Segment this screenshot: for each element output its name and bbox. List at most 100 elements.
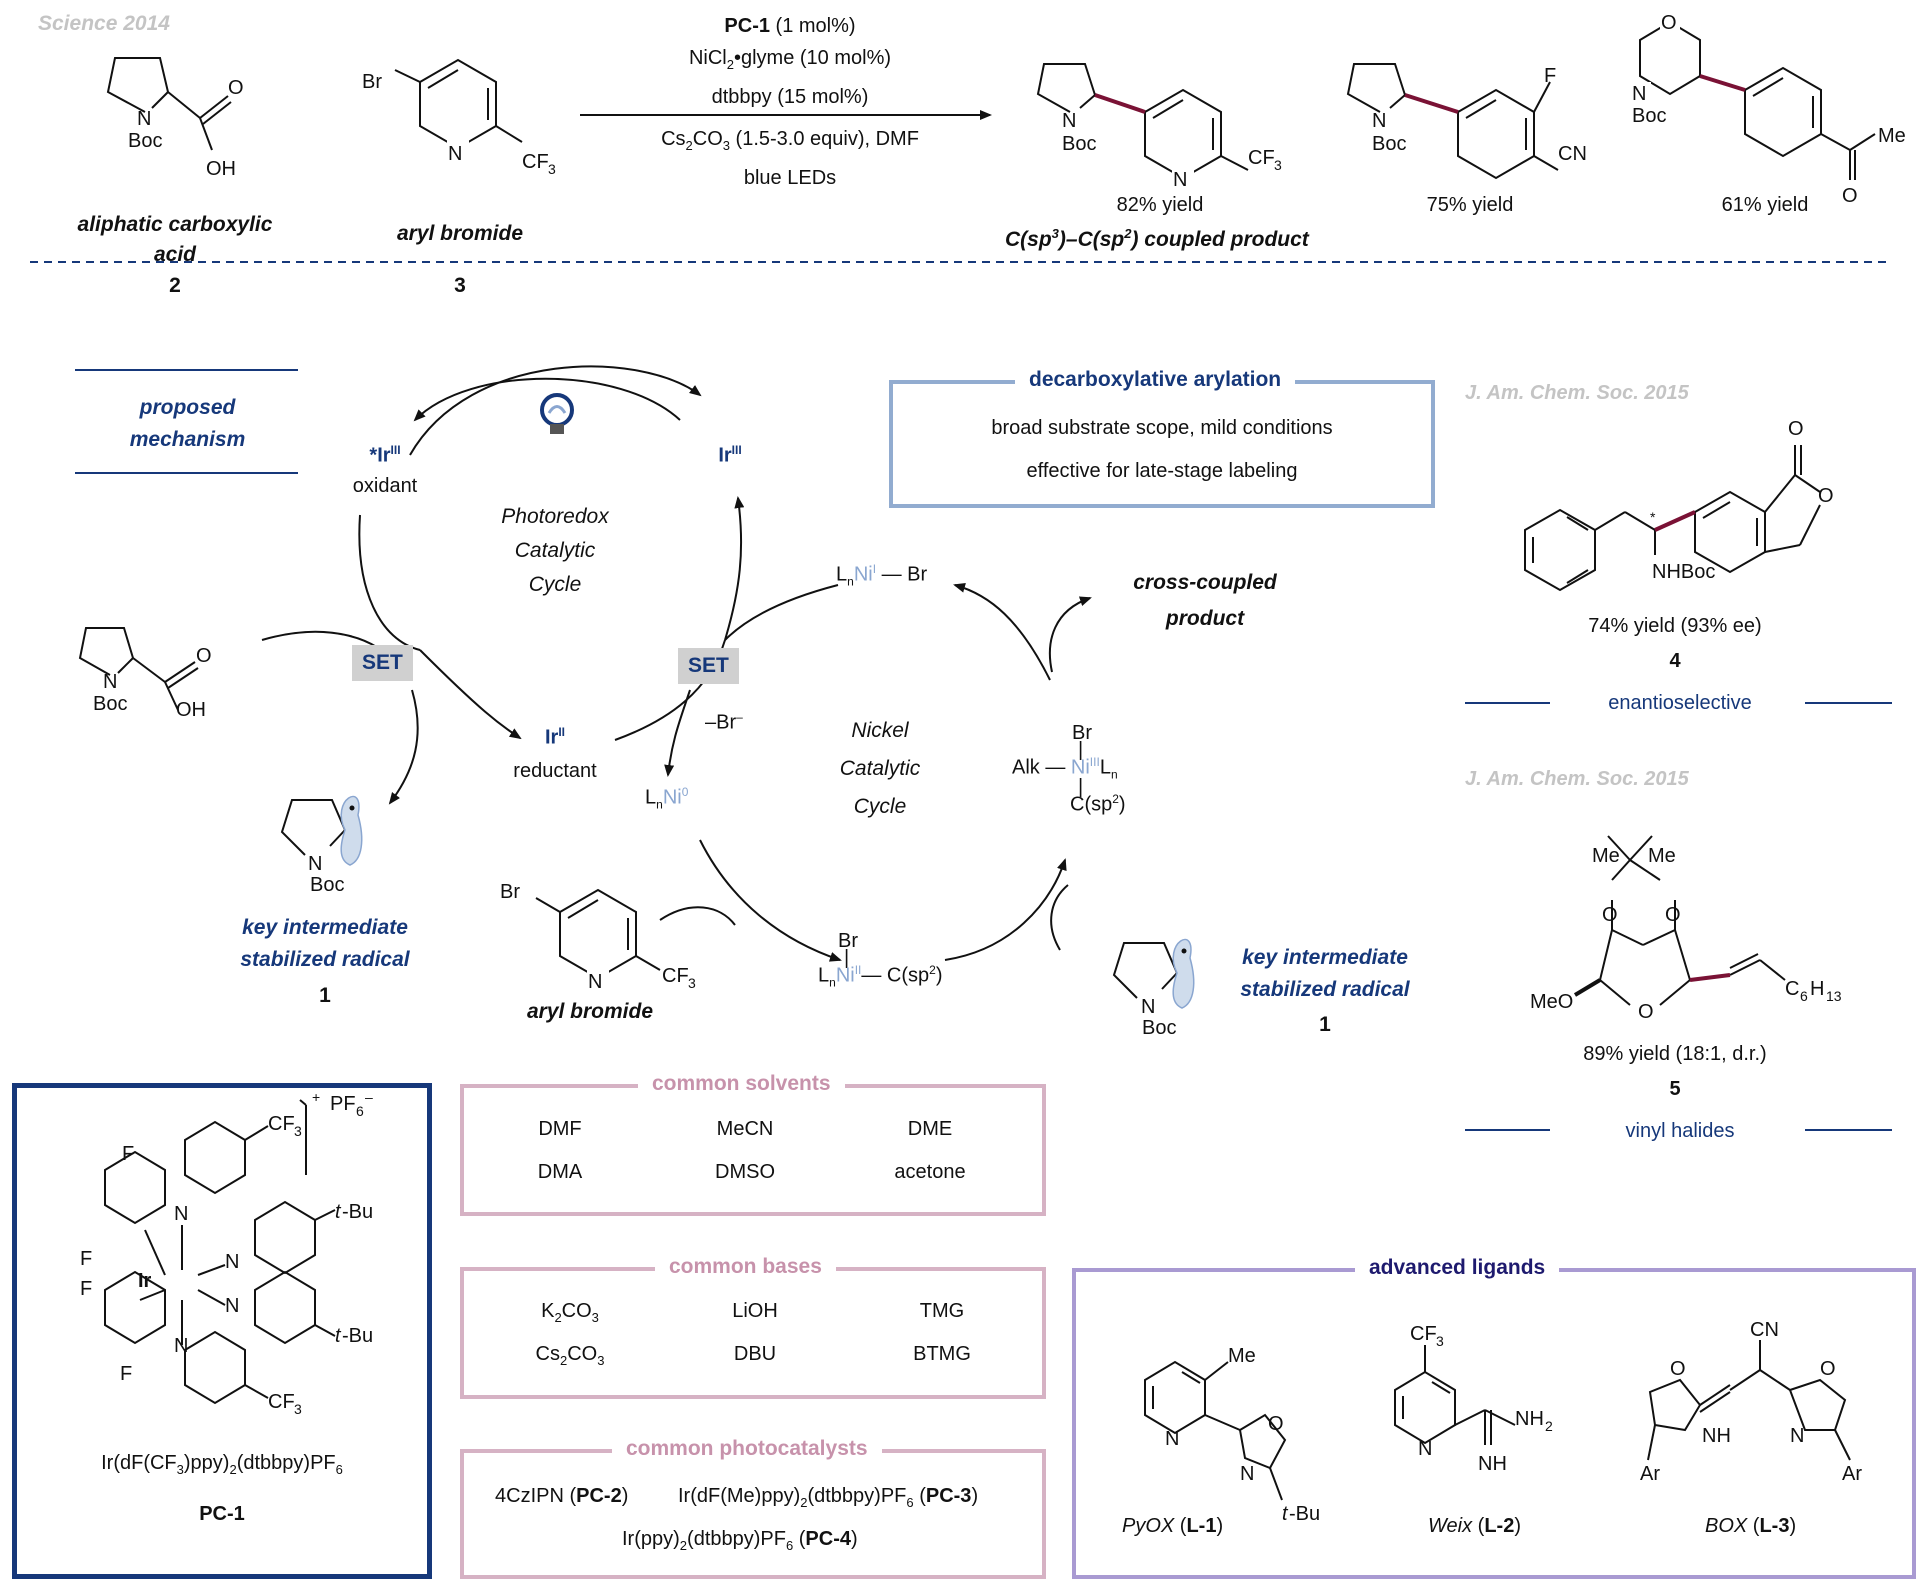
svg-text:N: N	[1165, 1428, 1179, 1450]
nickel-cycle-label: Nickel Catalytic Cycle	[839, 719, 921, 818]
ligand-l2-label: Weix (L-2)	[1428, 1515, 1521, 1537]
svg-text:F: F	[80, 1248, 92, 1270]
solvent-acetone: acetone	[894, 1161, 966, 1183]
sm1-label: aliphatic carboxylic acid	[77, 213, 273, 266]
svg-text:F: F	[1544, 65, 1556, 87]
source-label-science: Science 2014	[38, 12, 170, 35]
intermediate-right-label: key intermediate stabilized radical	[1240, 946, 1410, 1001]
svg-text:CF: CF	[1248, 147, 1275, 169]
base-tmg: TMG	[919, 1300, 965, 1322]
svg-text:N: N	[1632, 83, 1646, 105]
svg-text:Boc: Boc	[1062, 133, 1096, 155]
svg-text:-Bu: -Bu	[342, 1201, 373, 1223]
ligands-title: advanced ligands	[1355, 1256, 1560, 1280]
svg-text:O: O	[1638, 1001, 1654, 1023]
catalyst-name: Ir(dF(CF3)ppy)2(dtbbpy)PF6	[101, 1452, 343, 1477]
svg-text:Br: Br	[500, 881, 520, 903]
svg-text:O: O	[196, 645, 212, 667]
solvent-dmf: DMF	[538, 1118, 582, 1140]
svg-text:CF: CF	[662, 965, 689, 987]
svg-text:Br: Br	[362, 71, 382, 93]
svg-text:3: 3	[548, 161, 556, 177]
sm1-number: 2	[169, 274, 181, 297]
svg-text:t: t	[335, 1325, 342, 1347]
base-dbu: DBU	[733, 1343, 777, 1365]
photoredox-cycle-label: Photoredox Catalytic Cycle	[501, 505, 609, 596]
intermediate-left-number: 1	[319, 984, 331, 1007]
set-badge-right: SET	[678, 648, 739, 684]
intermediate-right-number: 1	[1319, 1013, 1331, 1036]
svg-text:O: O	[1842, 185, 1858, 207]
svg-text:3: 3	[1436, 1333, 1444, 1349]
svg-text:*: *	[1650, 509, 1656, 525]
svg-text:t: t	[335, 1201, 342, 1223]
svg-text:2: 2	[1545, 1418, 1553, 1434]
solvent-dme: DME	[907, 1118, 953, 1140]
svg-text:N: N	[174, 1203, 188, 1225]
product2-yield: 75% yield	[1426, 194, 1514, 216]
aryl-bromide-structure	[394, 58, 523, 150]
highlight-box	[889, 380, 1435, 508]
n-atom: N	[137, 108, 151, 130]
pc3-entry: Ir(dF(Me)ppy)2(dtbbpy)PF6 (PC-3)	[678, 1485, 979, 1510]
svg-text:+: +	[312, 1089, 320, 1105]
highlight-line1: broad substrate scope, mild conditions	[991, 417, 1333, 439]
svg-text:O: O	[1788, 418, 1804, 440]
reductant-label: reductant	[513, 760, 597, 782]
svg-text:Ar: Ar	[1842, 1463, 1862, 1485]
highlight-title: decarboxylative arylation	[1015, 368, 1296, 392]
sm2-label: aryl bromide	[396, 222, 524, 245]
svg-text:N: N	[103, 671, 117, 693]
svg-text:N: N	[448, 143, 462, 165]
svg-text:F: F	[120, 1363, 132, 1385]
reaction-conditions: PC-1 (1 mol%) NiCl2•glyme (10 mol%) dtbb…	[661, 15, 919, 189]
product1-yield: 82% yield	[1116, 194, 1204, 216]
svg-text:NH: NH	[1702, 1425, 1731, 1447]
svg-text:t: t	[1282, 1503, 1289, 1525]
pc2-entry: 4CzIPN (PC-2)	[495, 1485, 629, 1507]
svg-text:N: N	[1240, 1463, 1254, 1485]
svg-text:O: O	[1661, 12, 1677, 34]
svg-text:F: F	[80, 1278, 92, 1300]
svg-text:N: N	[1372, 110, 1386, 132]
ir-ground: IrIII	[718, 443, 742, 467]
solvent-dma: DMA	[537, 1161, 583, 1183]
svg-text:O: O	[1820, 1358, 1836, 1380]
ligand-l3-label: BOX (L-3)	[1705, 1515, 1797, 1537]
svg-text:Me: Me	[1648, 845, 1676, 867]
svg-text:N: N	[1418, 1438, 1432, 1460]
sm2-number: 3	[454, 274, 466, 297]
svg-text:N: N	[588, 971, 602, 993]
svg-text:Boc: Boc	[310, 874, 344, 896]
cross-coupled-label: cross-coupled product	[1133, 571, 1277, 630]
svg-text:O: O	[1665, 904, 1681, 926]
number-4: 4	[1669, 650, 1681, 672]
bases-title: common bases	[655, 1255, 836, 1279]
svg-text:Me: Me	[1878, 125, 1906, 147]
svg-text:NH: NH	[1515, 1408, 1544, 1430]
svg-text:13: 13	[1826, 988, 1842, 1004]
bromide-loss: –Br–	[705, 710, 743, 734]
catalyst-label: PC-1	[199, 1503, 245, 1525]
product3-yield: 61% yield	[1721, 194, 1809, 216]
tag-enantioselective: enantioselective	[1608, 692, 1752, 714]
yield-5: 89% yield (18:1, d.r.)	[1583, 1043, 1767, 1065]
svg-text:Ar: Ar	[1640, 1463, 1660, 1485]
svg-text:Boc: Boc	[1632, 105, 1666, 127]
svg-text:MeO: MeO	[1530, 991, 1573, 1013]
svg-text:Boc: Boc	[1372, 133, 1406, 155]
base-cs2co3: Cs2CO3	[535, 1343, 605, 1368]
source-jacs-2: J. Am. Chem. Soc. 2015	[1465, 768, 1689, 790]
svg-text:–: –	[365, 1089, 373, 1105]
svg-text:CF: CF	[268, 1113, 295, 1135]
svg-text:Me: Me	[1592, 845, 1620, 867]
svg-text:3: 3	[688, 975, 696, 991]
source-jacs-1: J. Am. Chem. Soc. 2015	[1465, 382, 1689, 404]
oh-text: OH	[206, 158, 236, 180]
svg-text:O: O	[1670, 1358, 1686, 1380]
svg-text:-Bu: -Bu	[342, 1325, 373, 1347]
svg-text:N: N	[225, 1295, 239, 1317]
intermediate-left-label: key intermediate stabilized radical	[240, 916, 410, 971]
highlight-line2: effective for late-stage labeling	[1026, 460, 1298, 482]
